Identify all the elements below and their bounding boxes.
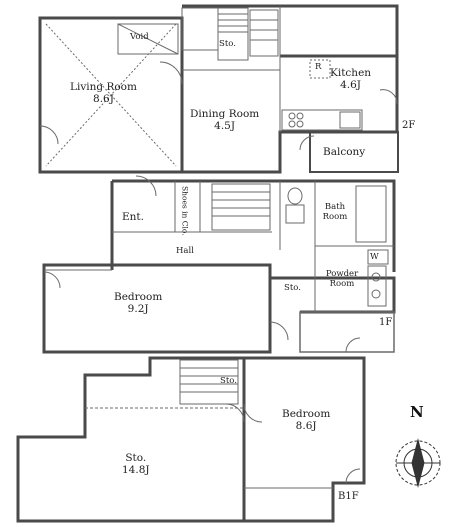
wall-1f-upper xyxy=(112,179,396,272)
bedroom-1f: Bedroom 9.2J xyxy=(114,291,162,315)
wall-1f-bedroom xyxy=(42,263,272,354)
bath-room-label: Bath Room xyxy=(322,202,348,222)
powder-room-label: Powder Room xyxy=(325,269,359,289)
floor-tag-1f: 1F xyxy=(379,317,393,328)
dining-room: Dining Room 4.5J xyxy=(190,108,259,132)
kitchen-room: Kitchen 4.6J xyxy=(330,67,371,91)
wall-2f-balcony xyxy=(309,131,399,173)
living-size: 8.6J xyxy=(93,93,114,106)
shoes-closet-label: Shoes in Clo. xyxy=(180,186,190,236)
living-label: Living Room xyxy=(70,81,137,93)
balcony-label: Balcony xyxy=(323,146,366,158)
compass-rose xyxy=(395,438,441,488)
bedroom-b1f-size: 8.6J xyxy=(295,420,317,433)
wall-b1f-outline xyxy=(16,356,366,523)
floor-tag-b1f: B1F xyxy=(338,491,359,502)
dining-size: 4.5J xyxy=(214,120,236,133)
kitchen-size: 4.6J xyxy=(340,79,361,92)
storage-1f-label: Sto. xyxy=(284,283,301,293)
bedroom-b1f-label: Bedroom xyxy=(282,408,331,420)
void-label: Void xyxy=(130,32,149,42)
floor-tag-2f: 2F xyxy=(402,120,416,131)
storage-b1f: Sto. 14.8J xyxy=(122,452,150,476)
bedroom-b1f: Bedroom 8.6J xyxy=(282,408,330,432)
washer-label: W xyxy=(370,252,379,262)
north-label: N xyxy=(410,403,424,421)
storage-2f-label: Sto. xyxy=(219,39,236,49)
storage-b1f-label: Sto. xyxy=(125,452,147,464)
stair-storage-label: Sto. xyxy=(220,376,237,386)
kitchen-mark-label: R xyxy=(315,62,322,72)
dining-label: Dining Room xyxy=(190,108,260,120)
storage-b1f-size: 14.8J xyxy=(122,464,150,477)
entrance-label: Ent. xyxy=(122,211,144,223)
hall-label: Hall xyxy=(176,246,194,256)
living-room: Living Room 8.6J xyxy=(70,81,137,105)
bedroom-1f-label: Bedroom xyxy=(114,291,163,303)
bedroom-1f-size: 9.2J xyxy=(127,303,149,316)
kitchen-label: Kitchen xyxy=(330,67,372,79)
